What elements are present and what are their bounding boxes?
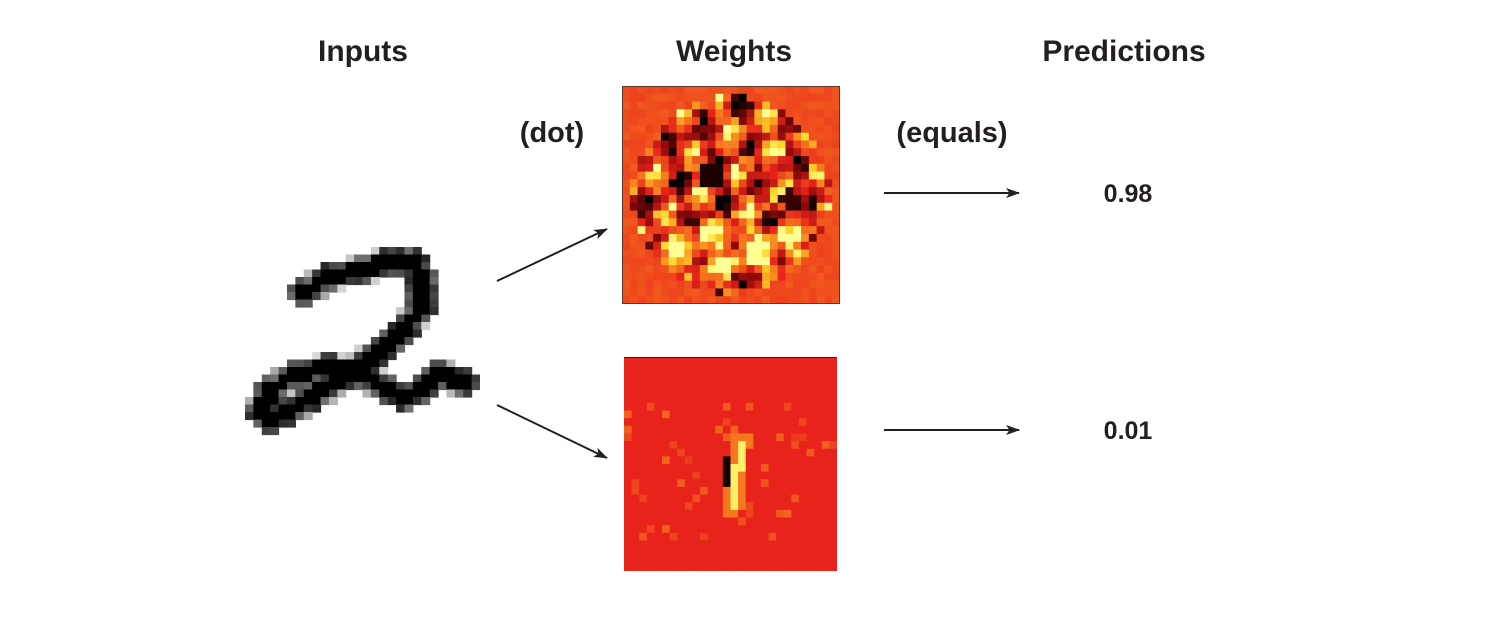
prediction-value-top: 0.98	[1103, 180, 1153, 208]
prediction-value-bottom: 0.01	[1103, 417, 1153, 445]
input-to-weights-top-arrow	[496, 228, 608, 282]
weights-heatmap-bottom	[624, 357, 837, 571]
weights-header: Weights	[675, 35, 793, 68]
weights-heatmap-top	[622, 86, 840, 304]
input-to-weights-bottom-arrow	[496, 404, 608, 459]
input-digit-image	[245, 247, 480, 436]
predictions-header: Predictions	[1042, 35, 1206, 68]
dot-operator-label: (dot)	[519, 117, 585, 149]
inputs-header: Inputs	[318, 35, 408, 68]
equals-operator-label: (equals)	[896, 117, 1008, 149]
